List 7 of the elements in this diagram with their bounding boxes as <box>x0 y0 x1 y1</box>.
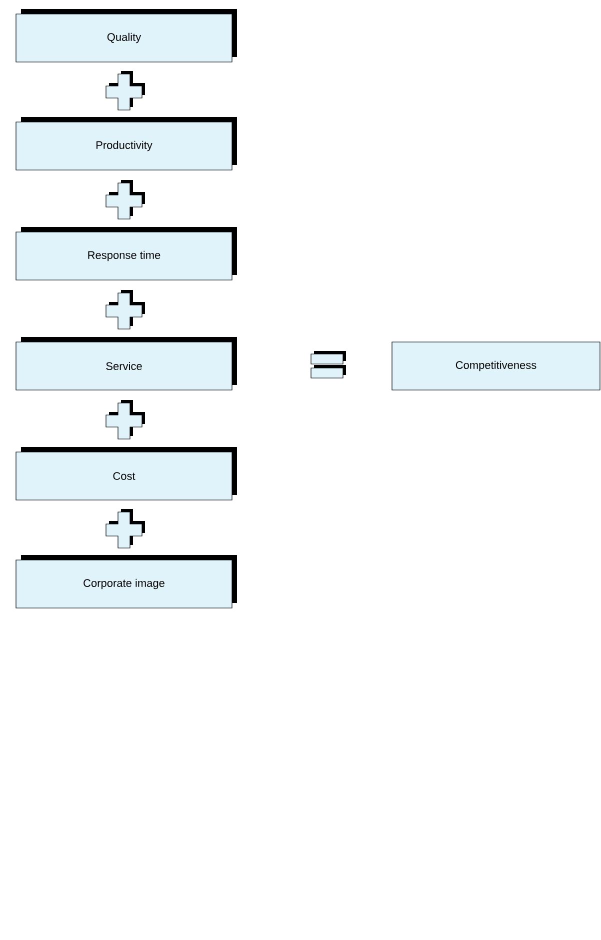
text-box: Quality <box>16 9 237 62</box>
text-box: Response time <box>16 227 237 280</box>
text-box: Service <box>16 337 237 390</box>
text-box: Corporate image <box>16 555 237 608</box>
text-box: Cost <box>16 447 237 500</box>
text-box: Competitiveness <box>392 342 600 390</box>
text-box: Productivity <box>16 117 237 170</box>
